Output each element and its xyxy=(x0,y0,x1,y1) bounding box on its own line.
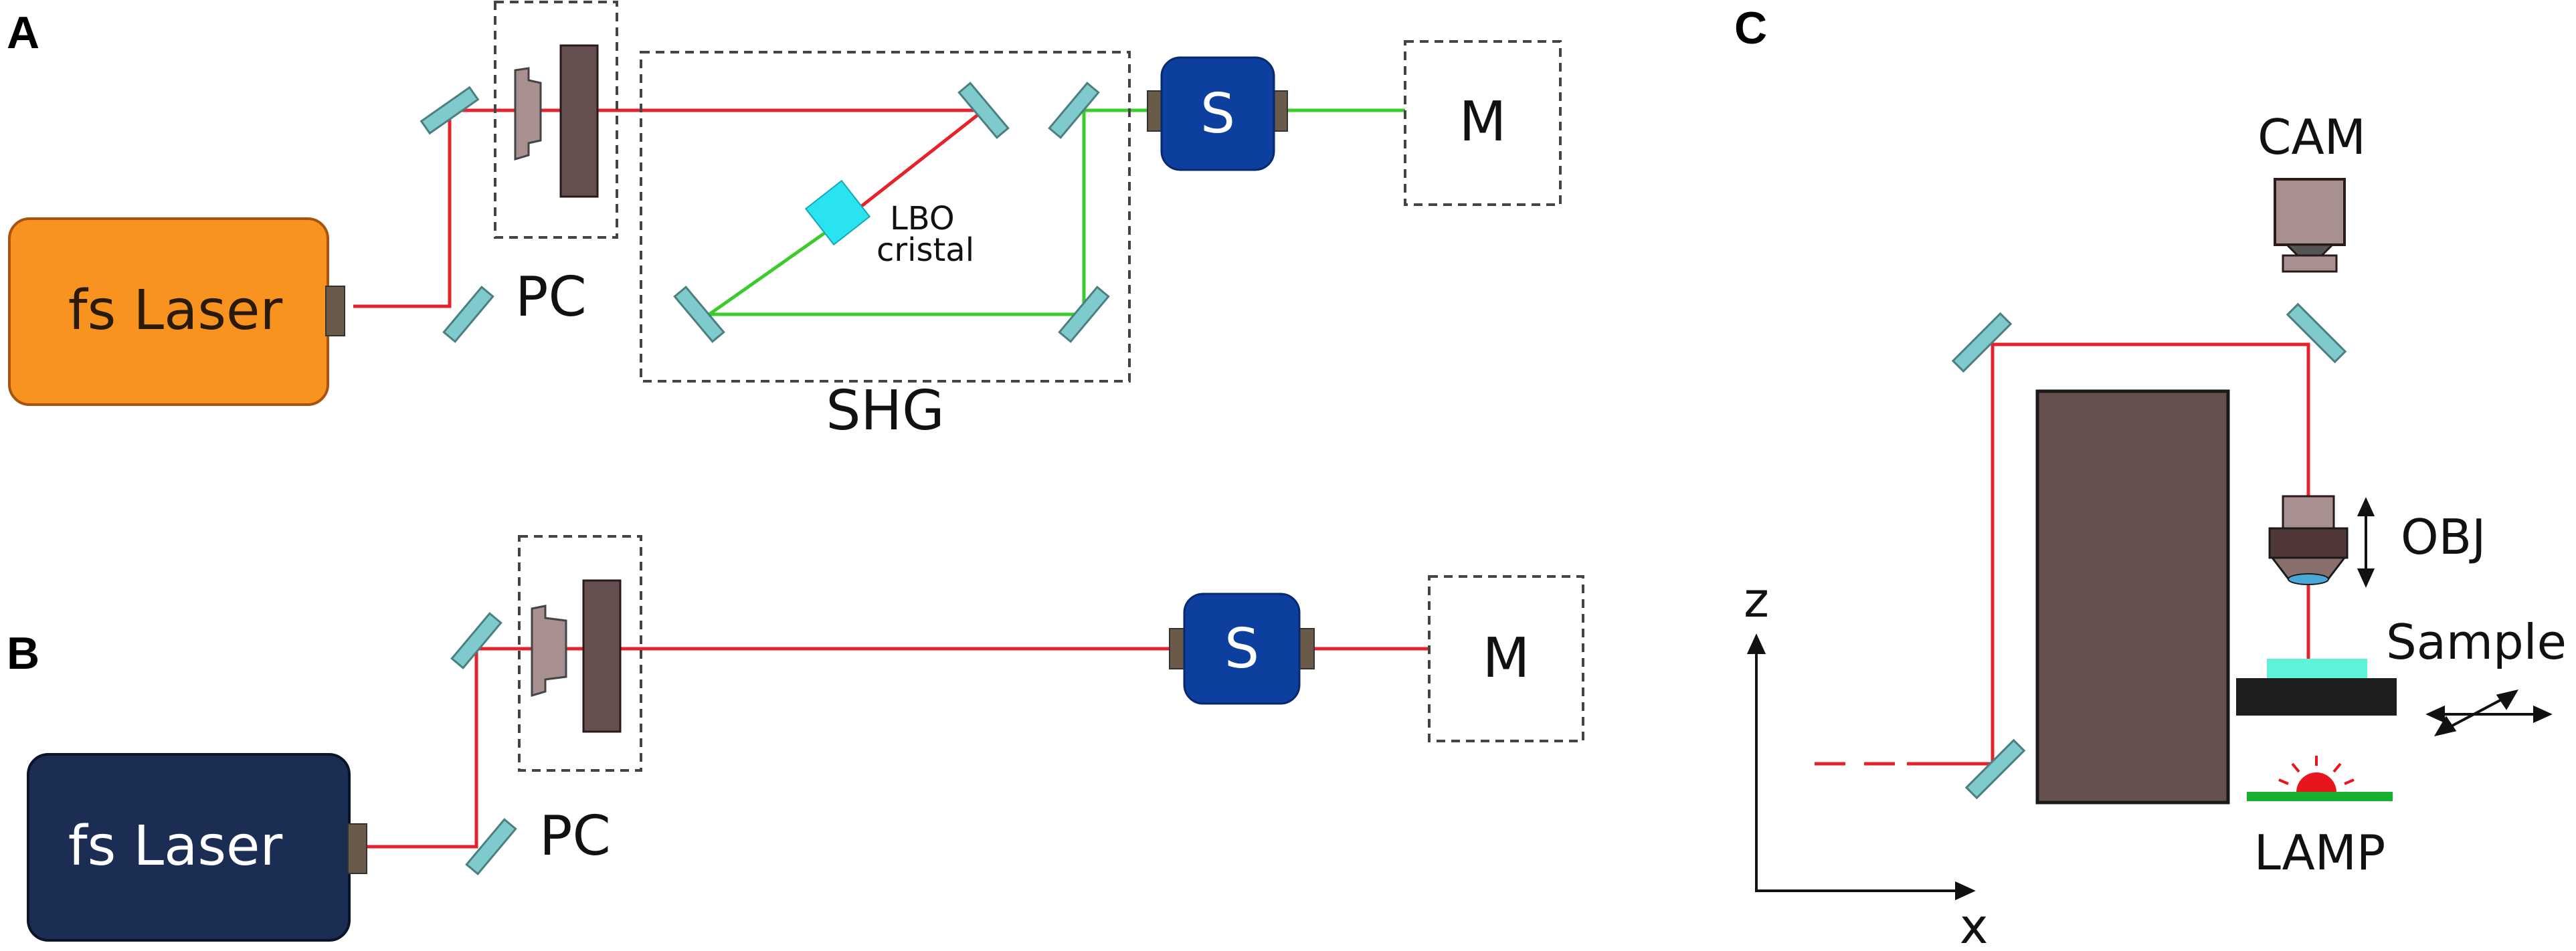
panel-a-m-label: M xyxy=(1459,90,1507,154)
panel-b-shutter xyxy=(1183,593,1301,705)
panel-c-objective xyxy=(2268,495,2349,585)
panel-c-stage-block xyxy=(2035,389,2230,805)
panel-a-fs-laser-label: fs Laser xyxy=(68,279,283,342)
panel-c-mirror-2 xyxy=(2286,302,2347,364)
panel-c-objective-z-arrow xyxy=(2357,497,2375,588)
panel-c-letter: C xyxy=(1734,3,1767,54)
panel-a-crystal-label-line2: cristal xyxy=(877,231,974,269)
panel-a-mirror-6 xyxy=(1048,82,1100,139)
panel-c-camera-icon xyxy=(2274,178,2346,273)
panel-a-mirror-1 xyxy=(420,86,480,135)
panel-a-shutter xyxy=(1160,56,1275,171)
panel-c-sample-label: Sample xyxy=(2386,614,2567,670)
panel-a-shg-box xyxy=(640,51,1131,383)
panel-a: A fs Laser PC SHG LBO cristal xyxy=(7,1,1562,443)
panel-a-mirror-4 xyxy=(673,286,725,343)
panel-c-cam-label: CAM xyxy=(2258,109,2366,165)
panel-a-pc-lens xyxy=(514,67,542,161)
panel-b-shutter-label: S xyxy=(1224,617,1259,681)
panel-a-lbo-crystal xyxy=(804,179,871,246)
panel-b-shutter-port-left xyxy=(1169,628,1186,669)
panel-a-shutter-label: S xyxy=(1200,82,1235,146)
panel-b-pc-box xyxy=(518,535,642,772)
panel-b-mirror-2 xyxy=(465,818,517,875)
panel-c: C CAM OBJ xyxy=(1734,3,2567,951)
panel-a-crystal-label-line1: LBO xyxy=(890,200,955,237)
panel-a-laser-port xyxy=(325,286,345,336)
panel-c-sample-stage xyxy=(2236,678,2397,716)
panel-a-m-box xyxy=(1404,40,1562,206)
panel-b-pc-grating xyxy=(582,579,622,733)
panel-b-letter: B xyxy=(7,628,39,679)
panel-c-lamp-icon xyxy=(2247,756,2393,801)
panel-b-shutter-port-right xyxy=(1297,628,1315,669)
panel-b-red-beam xyxy=(365,647,1429,849)
panel-a-shg-label: SHG xyxy=(826,379,944,443)
panel-a-mirror-2 xyxy=(442,286,494,343)
panel-a-mirror-3 xyxy=(957,82,1010,139)
panel-c-mirror-1 xyxy=(1951,312,2013,373)
panel-a-letter: A xyxy=(7,7,39,58)
panel-b-mirror-1 xyxy=(450,612,502,669)
panel-c-red-beam xyxy=(1815,342,2310,766)
panel-c-axes xyxy=(1746,633,1976,901)
panel-b-pc-label: PC xyxy=(539,805,611,868)
panel-a-pc-label: PC xyxy=(515,266,587,329)
panel-c-mirror-3 xyxy=(1964,738,2026,800)
panel-a-pc-box xyxy=(494,1,618,239)
panel-a-red-beam xyxy=(353,108,989,308)
panel-c-xy-move-arrows xyxy=(2425,690,2553,736)
panel-b-m-label: M xyxy=(1483,627,1530,690)
panel-c-sample xyxy=(2267,659,2367,679)
panel-b-m-box xyxy=(1428,575,1584,742)
panel-c-axis-x-label: x xyxy=(1960,898,1989,951)
panel-b-pc-lens xyxy=(531,605,567,698)
panel-a-pc-grating xyxy=(559,44,599,198)
panel-a-mirror-5 xyxy=(1058,286,1110,343)
panel-b-laser-port xyxy=(347,823,367,874)
panel-c-obj-label: OBJ xyxy=(2401,509,2486,565)
panel-b: B fs Laser PC S M xyxy=(7,535,1584,942)
panel-b-fs-laser-label: fs Laser xyxy=(68,815,283,878)
panel-c-lamp-label: LAMP xyxy=(2254,825,2386,881)
panel-c-axis-z-label: z xyxy=(1744,572,1769,628)
